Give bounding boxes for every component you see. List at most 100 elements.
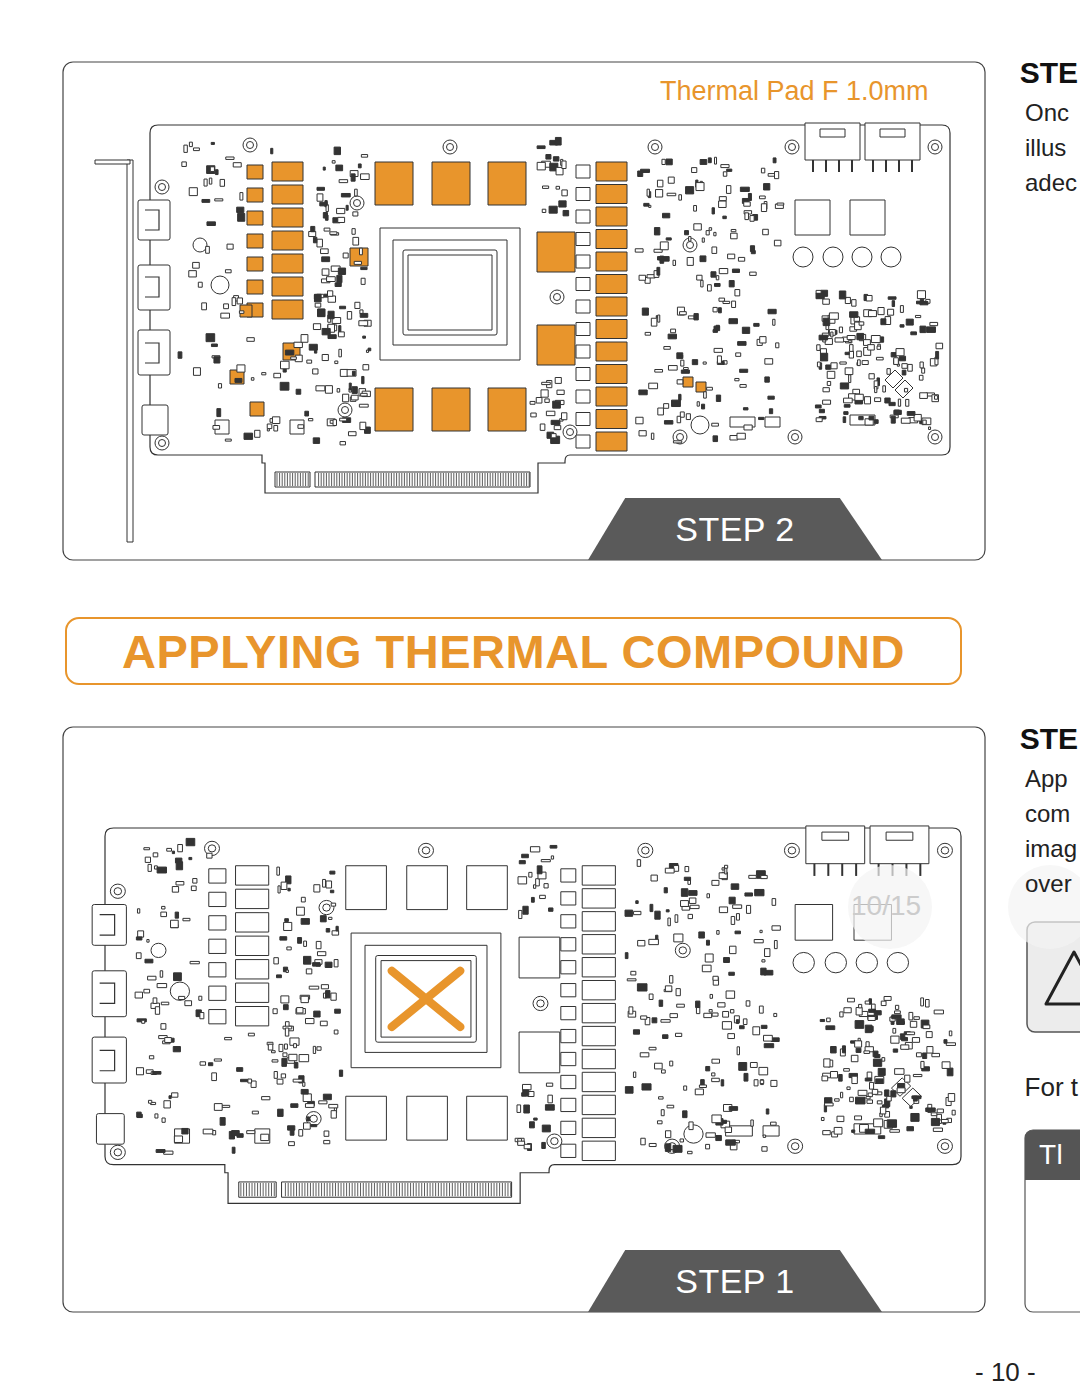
pcie-finger	[438, 473, 439, 486]
smd-part	[730, 946, 736, 953]
pcie-finger	[343, 1183, 344, 1196]
smd-part	[555, 378, 561, 384]
smd-part	[910, 1021, 916, 1027]
smd-part	[725, 1127, 731, 1132]
smd-part	[936, 343, 943, 349]
smd-part	[771, 1122, 777, 1125]
smd-part	[666, 238, 671, 240]
smd-part	[839, 327, 842, 333]
smd-part	[724, 958, 730, 963]
pcie-finger	[290, 1183, 291, 1196]
smd-part	[226, 157, 234, 159]
vrm-small-pad	[209, 869, 226, 883]
smd-part	[743, 1019, 747, 1025]
power-chip	[519, 1032, 560, 1073]
hdmi-port	[142, 405, 168, 435]
smd-part	[750, 216, 754, 222]
smd-part	[334, 960, 338, 967]
smd-part	[670, 1061, 673, 1066]
smd-part	[753, 1027, 760, 1035]
smd-part	[313, 237, 316, 243]
vrm-pad	[582, 912, 615, 931]
smd-part	[247, 338, 254, 342]
memory-chip	[346, 866, 387, 910]
smd-part	[363, 365, 369, 370]
smd-part	[704, 1013, 712, 1017]
vrm-pad	[582, 1026, 615, 1045]
smd-part	[824, 1059, 830, 1067]
smd-part	[193, 879, 197, 884]
smd-part	[277, 975, 282, 978]
smd-part	[316, 386, 325, 391]
vrm-small-pad	[561, 1075, 576, 1088]
smd-part	[684, 1086, 687, 1090]
smd-part	[876, 1079, 883, 1083]
smd-part	[680, 355, 682, 358]
smd-part	[845, 368, 853, 375]
smd-part	[820, 1019, 824, 1021]
smd-part	[198, 282, 202, 287]
mounting-hole	[675, 943, 690, 957]
smd-part	[336, 165, 343, 171]
controller-chip	[175, 1129, 190, 1143]
pcie-finger	[339, 473, 340, 486]
pcie-finger	[342, 473, 343, 486]
smd-part	[746, 905, 750, 913]
pcie-finger	[505, 1183, 506, 1196]
power-connector	[870, 826, 929, 864]
smd-part	[304, 941, 307, 946]
smd-part	[900, 306, 903, 313]
pcie-finger	[318, 473, 319, 486]
smd-part	[740, 187, 749, 191]
smd-part	[352, 387, 357, 394]
smd-part	[274, 1072, 277, 1079]
smd-part	[844, 412, 848, 415]
smd-part	[932, 1053, 940, 1056]
vrm-small-pad	[576, 210, 590, 223]
mounting-hole	[784, 843, 799, 857]
pcie-finger	[513, 473, 514, 486]
smd-part	[706, 940, 709, 945]
page-indicator: 10/15	[851, 890, 921, 922]
pcie-finger	[355, 473, 356, 486]
pcb-outline	[105, 828, 961, 1203]
smd-part	[760, 337, 766, 343]
mounting-hole-inner	[537, 1000, 544, 1007]
smd-part	[328, 291, 333, 297]
mounting-hole	[928, 140, 942, 154]
smd-part	[847, 336, 855, 340]
pcie-finger	[424, 1183, 425, 1196]
smd-part	[338, 217, 345, 222]
smd-part	[144, 848, 150, 850]
pcie-finger	[354, 1183, 355, 1196]
smd-part	[867, 1100, 873, 1103]
capacitor-block	[795, 200, 830, 235]
smd-part	[839, 291, 845, 299]
smd-part	[719, 907, 727, 913]
vrm-pad	[596, 185, 627, 204]
smd-part	[331, 1111, 336, 1118]
connector-pin	[825, 160, 827, 172]
smd-part	[723, 216, 726, 219]
smd-part	[762, 960, 765, 962]
pcie-finger	[477, 473, 478, 486]
smd-part	[738, 257, 744, 261]
smd-part	[288, 888, 290, 891]
smd-part	[533, 885, 535, 889]
smd-part	[887, 1120, 896, 1128]
pcie-finger	[502, 1183, 503, 1196]
power-chip	[537, 232, 575, 272]
smd-part	[244, 433, 253, 439]
smd-part	[699, 1085, 706, 1088]
smd-part	[294, 1044, 297, 1048]
smd-part	[921, 998, 924, 1006]
connector-pin	[885, 160, 887, 172]
smd-part	[326, 991, 330, 998]
smd-part	[887, 1096, 891, 1101]
smd-part	[660, 257, 669, 262]
smd-part	[713, 330, 717, 333]
vrm-pad	[582, 1095, 615, 1114]
cut-heading: STE	[1020, 56, 1078, 91]
smd-part	[225, 270, 231, 273]
smd-part	[655, 1063, 663, 1069]
